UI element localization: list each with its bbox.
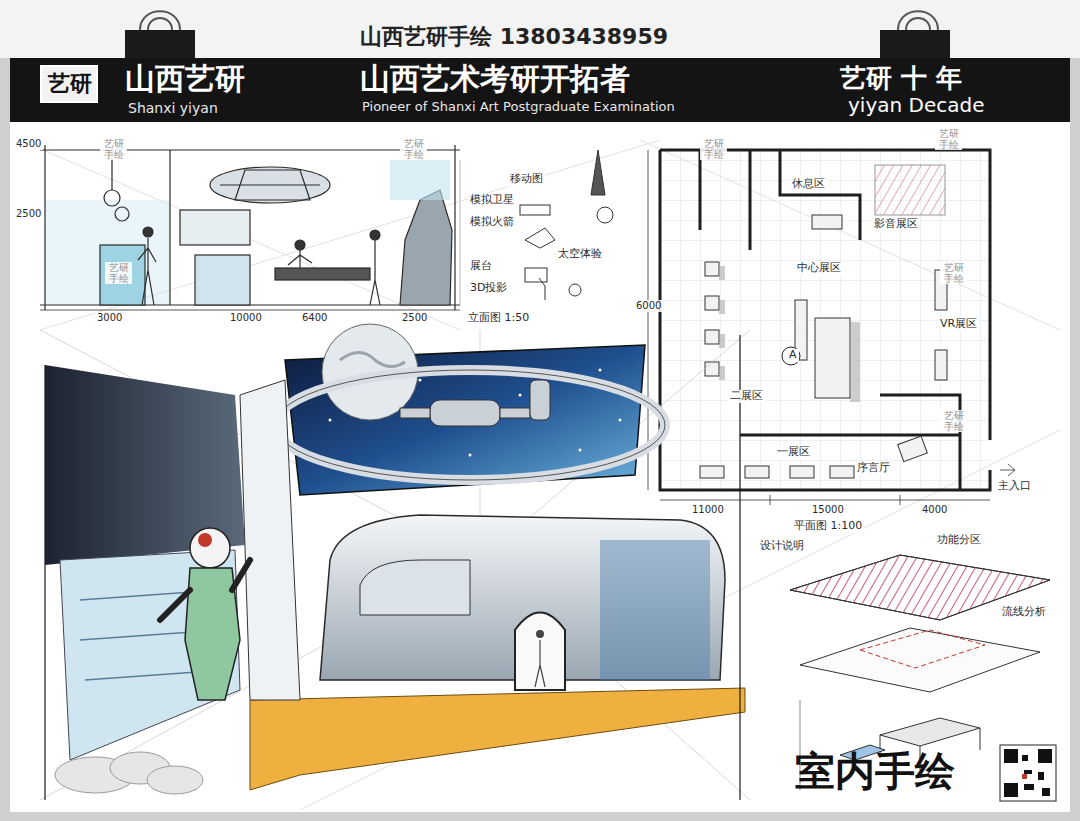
dimension: 10000 [228,312,264,324]
drawing-title: 立面图 1:50 [466,312,531,325]
paper [10,120,1070,812]
dimension: 11000 [690,504,726,516]
zone-name: 一展区 [775,446,812,459]
watermark: 艺研 手绘 [940,410,967,432]
note-sketches [460,150,613,305]
note: 3D投影 [468,282,509,295]
dimension: 6400 [300,312,329,324]
header-band: 山西艺研 Shanxi yiyan 山西艺术考研开拓者 Pioneer of Shan… [10,58,1070,122]
drawing-title: 平面图 1:100 [792,520,864,533]
watermark: 艺研 手绘 [935,128,962,150]
diagram-title: 功能分区 [935,534,983,547]
watermark-lines [20,140,1060,810]
floor-plan [648,150,1015,505]
dimension: 15000 [810,504,846,516]
dimension: 3000 [95,312,124,324]
qr-code [1000,745,1056,801]
watermark: 艺研 手绘 [100,138,127,160]
zone-name: VR展区 [938,318,979,331]
dimension: 2500 [400,312,429,324]
sheet-caption: 室内手绘 [795,748,955,794]
note: 展台 [468,260,494,273]
note: 太空体验 [556,248,604,261]
section-elevation [40,145,460,310]
note-heading: 设计说明 [758,540,806,553]
slogan-english: Pioneer of Shanxi Art Postgraduate Exami… [362,100,675,115]
astronaut-figure [160,528,250,700]
dimension: 4000 [920,504,949,516]
note: 模拟卫星 [468,194,516,207]
dimension: 2500 [14,208,43,220]
zone-name: 影音展区 [872,218,920,231]
dimension: 4500 [14,138,43,150]
binder-clip [125,11,950,60]
watermark: 艺研 手绘 [105,262,132,284]
note-heading: 移动图 [508,173,545,186]
logo-seal: 艺研 [40,65,98,103]
zone-name: 二展区 [728,390,765,403]
diagram-title: 流线分析 [1000,606,1048,619]
decade-english: yiyan Decade [848,94,984,117]
zone-name: 序言厅 [855,462,892,475]
watermark: 艺研 手绘 [700,138,727,160]
entrance-label: 主入口 [996,480,1033,493]
callout-letter: A [787,349,799,362]
decade-mark: 艺研 十 年 [840,64,962,94]
perspective-render [40,324,750,800]
brand-pinyin: Shanxi yiyan [128,100,218,116]
sheet-title: 山西艺研手绘 13803438959 [360,24,668,49]
note: 模拟火箭 [468,216,516,229]
zone-name: 中心展区 [795,262,843,275]
watermark: 艺研 手绘 [940,262,967,284]
watermark: 艺研 手绘 [400,138,427,160]
brand-name: 山西艺研 [125,62,245,97]
dimension: 6000 [634,300,663,312]
logo-text: 艺研 [48,71,92,96]
slogan: 山西艺术考研开拓者 [360,62,630,97]
zone-name: 休息区 [790,178,827,191]
